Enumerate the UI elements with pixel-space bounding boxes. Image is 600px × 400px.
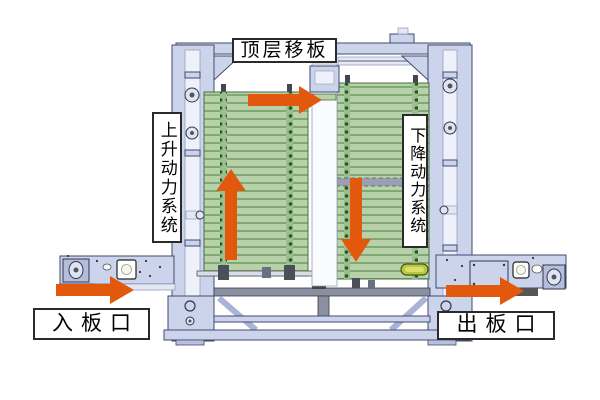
center-post: [317, 295, 330, 319]
ascend-stack: [196, 84, 316, 280]
base-frame: [163, 283, 473, 346]
ascend-chain-right: [286, 92, 293, 276]
descend-arrow: [341, 178, 371, 262]
base-strut: [213, 315, 431, 323]
base-band: [213, 287, 431, 297]
flow-arrows: [56, 86, 524, 305]
outlet-label: 出板口: [437, 311, 555, 340]
top-transfer-arrow: [248, 86, 322, 114]
top-mechanism: [389, 33, 415, 44]
center-channel: [309, 63, 340, 287]
left-brace: [217, 295, 258, 333]
ascend-drive-shaft: [196, 270, 316, 277]
top-mechanism-cap: [397, 27, 409, 35]
top-transfer-label: 顶层移板: [232, 38, 337, 63]
right-foot: [427, 339, 457, 346]
outfeed-arrow: [446, 277, 524, 305]
right-brace: [388, 295, 429, 333]
ascend-system-label: 上升动力系统: [152, 112, 182, 243]
bottom-beam: [163, 329, 471, 341]
descend-system-label: 下降动力系统: [402, 114, 428, 248]
inlet-label: 入板口: [33, 308, 150, 340]
infeed-conveyor: [59, 254, 176, 291]
infeed-arrow: [56, 276, 134, 304]
ascend-arrow: [216, 169, 246, 260]
left-foot: [175, 339, 205, 346]
